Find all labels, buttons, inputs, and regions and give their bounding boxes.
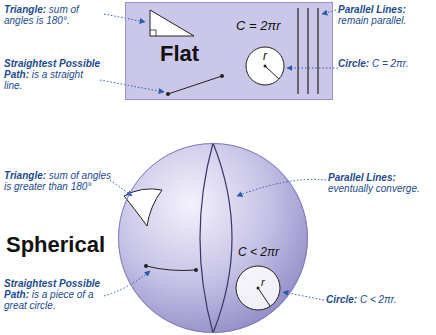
leader-line — [237, 179, 326, 196]
sphere-node: SphericalC < 2πrr — [118, 143, 308, 333]
circle-center — [264, 65, 267, 68]
callout-heading: Triangle: — [4, 4, 46, 15]
parallel-line — [297, 8, 298, 94]
flat-panel-box: Flat C = 2πr r — [125, 2, 333, 100]
path-end — [194, 268, 198, 272]
leader-line — [110, 180, 132, 196]
callout-label: Circle: C < 2πr. — [326, 294, 430, 305]
path-end — [166, 92, 170, 96]
parallel-line — [317, 8, 318, 94]
callout-heading: Circle: — [326, 294, 357, 305]
flat-panel — [125, 2, 333, 100]
callout-body: eventually converge. — [328, 183, 420, 194]
great-circle-path — [146, 266, 196, 271]
meridian-line — [213, 143, 232, 333]
callout-heading: Triangle: — [4, 170, 46, 181]
sphere-outline — [119, 144, 308, 333]
callout-label: Straightest Possible Path: is a piece of… — [4, 278, 108, 311]
leader-line — [104, 14, 145, 22]
flat-triangle — [150, 10, 194, 36]
right-angle-mark — [150, 30, 156, 36]
node-outline — [118, 143, 308, 333]
callout-heading: Circle: — [338, 58, 369, 69]
radius-line — [258, 288, 270, 306]
radius-line — [265, 66, 279, 79]
sphere — [118, 143, 308, 333]
callout-label: Triangle: sum of angles is greater than … — [4, 170, 112, 192]
node-outline — [125, 2, 333, 100]
meridian-line — [200, 143, 213, 333]
leader-line — [104, 271, 150, 296]
radius-label: r — [261, 276, 265, 288]
panel-heading: Spherical — [6, 233, 105, 257]
flat-circle — [246, 47, 284, 85]
callout-label: Triangle: sum of angles is 180°. — [4, 4, 104, 26]
path-end — [144, 264, 148, 268]
parallel-line — [307, 8, 308, 94]
callout-body: C = 2πr. — [369, 58, 408, 69]
leader-line — [322, 10, 336, 14]
callout-label: Circle: C = 2πr. — [338, 58, 432, 69]
circle-center — [257, 287, 260, 290]
leader-line — [100, 80, 164, 92]
callout-label: Straightest Possible Path: is a straight… — [4, 58, 104, 91]
callout-body: C < 2πr. — [357, 294, 396, 305]
formula-label: C = 2πr — [236, 19, 280, 33]
callout-label: Parallel Lines: eventually converge. — [328, 172, 432, 194]
callout-body: remain parallel. — [338, 15, 406, 26]
panel-heading: Flat — [160, 42, 199, 66]
formula-label: C < 2πr — [238, 246, 279, 259]
panel-border — [126, 3, 333, 100]
callout-heading: Parallel Lines: — [338, 4, 406, 15]
sphere-circle — [236, 266, 280, 310]
radius-label: r — [263, 50, 267, 63]
path-end — [220, 74, 224, 78]
straight-path — [168, 76, 222, 94]
callout-label: Parallel Lines: remain parallel. — [338, 4, 432, 26]
leader-line — [287, 68, 338, 69]
callout-heading: Parallel Lines: — [328, 172, 396, 183]
